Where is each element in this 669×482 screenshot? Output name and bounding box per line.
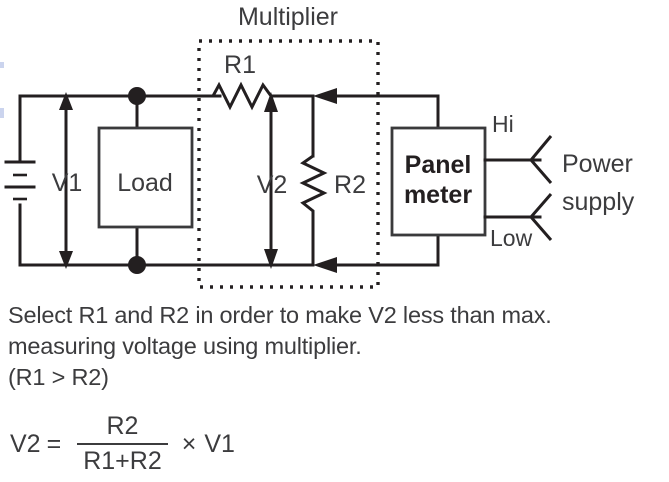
v2-label: V2 [257, 171, 288, 199]
hi-connector-icon [529, 135, 553, 184]
load-label: Load [117, 169, 173, 197]
v1-dimension-arrow [59, 92, 73, 269]
formula-denominator: R1+R2 [83, 447, 162, 475]
caption-line-2: measuring voltage using multiplier. [8, 333, 362, 359]
power-supply-label-line1: Power [562, 150, 633, 178]
node-dot-bottom [128, 256, 146, 274]
caption-line-3: (R1 > R2) [8, 364, 109, 390]
multiplier-label: Multiplier [238, 3, 338, 31]
panel-meter-box [390, 126, 487, 237]
scan-artifact-bottom [0, 108, 4, 118]
formula-numerator: R2 [106, 412, 139, 440]
formula-times-operator: × [181, 429, 197, 458]
battery-symbol [4, 160, 36, 201]
v1-label: V1 [52, 169, 83, 197]
resistor-r2 [299, 154, 328, 218]
multiplier-boundary-box [197, 39, 380, 289]
low-label: Low [490, 225, 533, 251]
v2-dimension-arrow [264, 92, 278, 269]
formula-lhs: V2 [10, 429, 41, 458]
power-supply-label-line2: supply [562, 188, 635, 216]
panel-meter-bottom-wire [313, 232, 440, 273]
voltage-divider-formula: V2 = R2 R1+R2 × V1 [10, 412, 235, 476]
panel-meter-top-wire [313, 88, 440, 131]
panel-meter-label-line2: meter [404, 181, 472, 209]
panel-meter-label-line1: Panel [405, 151, 472, 179]
caption-block: Select R1 and R2 in order to make V2 les… [8, 300, 668, 393]
formula-fraction-bar [77, 443, 168, 445]
r1-label: R1 [224, 51, 256, 79]
resistor-r1 [211, 81, 313, 111]
r2-label: R2 [334, 171, 366, 199]
formula-rhs: V1 [204, 429, 235, 458]
hi-label: Hi [492, 111, 514, 137]
circuit-schematic: Multiplier V1 Load [4, 3, 635, 289]
formula-equals: = [46, 429, 62, 458]
formula-fraction: R2 R1+R2 [77, 412, 168, 476]
caption-line-1: Select R1 and R2 in order to make V2 les… [8, 302, 552, 328]
node-dot-top [128, 87, 146, 105]
load-box [97, 126, 194, 229]
scan-artifact-top [0, 62, 4, 68]
low-connector-icon [529, 193, 553, 241]
